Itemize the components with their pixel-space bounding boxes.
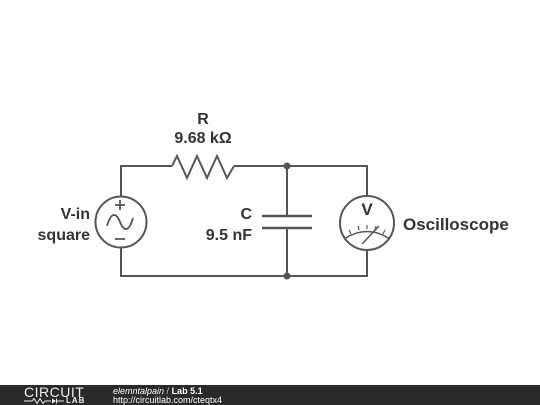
meter-label: Oscilloscope: [403, 215, 509, 234]
title-separator: /: [164, 386, 172, 396]
wire-bottom-rail: [120, 247, 368, 277]
circuit-title: Lab 5.1: [171, 386, 203, 396]
resistor-symbol: [171, 153, 235, 181]
sine-wave-glyph: [106, 214, 134, 230]
meter-symbol-label: V: [361, 200, 373, 219]
capacitor-symbol: [262, 214, 312, 230]
source-name-label: V-in: [61, 206, 90, 223]
resistor-name-label: R: [197, 111, 209, 128]
capacitor-name-label: C: [240, 206, 252, 223]
capacitor-value-label: 9.5 nF: [206, 227, 252, 244]
wires: [120, 165, 368, 277]
footer-bar: CIRCUIT LAB elemntalpain / Lab 5.1 http:…: [0, 385, 540, 405]
resistor-value-label: 9.68 kΩ: [174, 130, 231, 147]
logo-circuit-text: CIRCUIT: [24, 384, 85, 400]
logo-resistor-icon: [24, 398, 64, 404]
junction-dot-top: [283, 162, 291, 170]
wire-source-to-resistor: [120, 165, 172, 196]
logo-lab-text: LAB: [66, 396, 86, 405]
voltage-source-symbol: [94, 195, 148, 249]
author-link[interactable]: elemntalpain: [113, 386, 165, 396]
meter-scale-arc: [343, 230, 391, 240]
meter-needle: [361, 225, 380, 245]
junction-dot-bottom: [283, 272, 291, 280]
circuit-schematic: R 9.68 kΩ C 9.5 nF V-in square V Oscillo…: [38, 111, 509, 280]
wire-resistor-to-meter: [234, 165, 368, 196]
circuit-url-link[interactable]: http://circuitlab.com/cteqtx4: [113, 395, 223, 405]
footer-title-line: elemntalpain / Lab 5.1: [113, 386, 203, 396]
source-waveform-label: square: [38, 227, 91, 244]
voltmeter-symbol: [339, 195, 395, 251]
